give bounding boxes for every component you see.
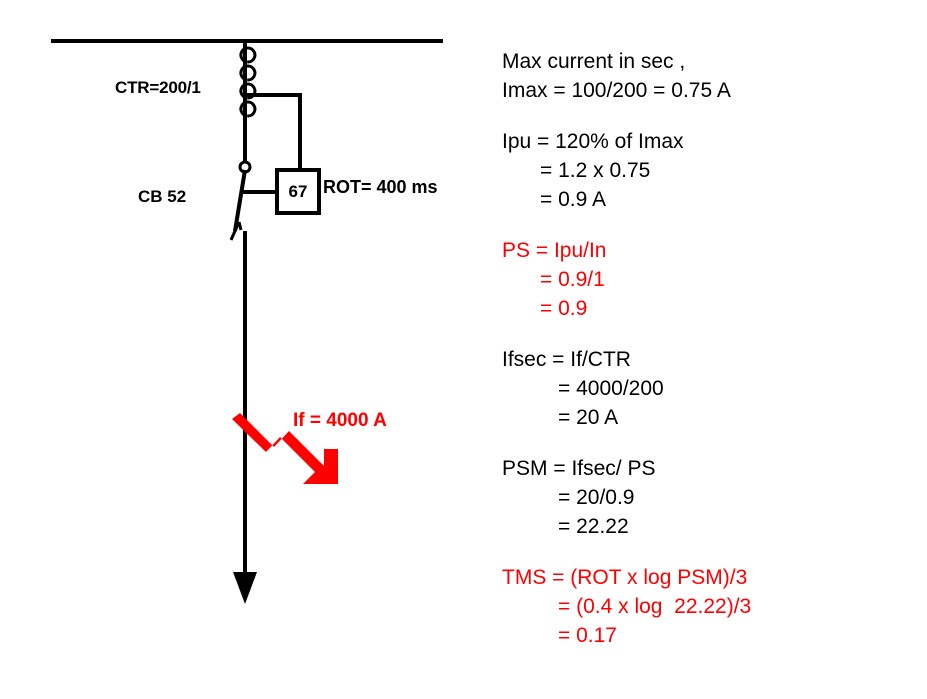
calc-line: Imax = 100/200 = 0.75 A bbox=[502, 79, 731, 102]
calc-line: = 22.22 bbox=[558, 515, 629, 538]
relay-function-number: 67 bbox=[288, 181, 308, 201]
calc-line: PSM = Ifsec/ PS bbox=[502, 457, 656, 480]
fault-current-label: If = 4000 A bbox=[293, 410, 387, 431]
feeder-arrow-head-icon bbox=[233, 572, 257, 604]
calc-block-ps: PS = Ipu/In = 0.9/1 = 0.9 bbox=[502, 236, 902, 323]
calc-line: = 20/0.9 bbox=[558, 486, 635, 509]
calc-line: = 0.9 A bbox=[540, 188, 606, 211]
calc-block-ifsec: Ifsec = If/CTR = 4000/200 = 20 A bbox=[502, 345, 902, 432]
calc-line: = 0.9 bbox=[540, 297, 588, 320]
single-line-diagram bbox=[51, 39, 443, 604]
calc-line: Ifsec = If/CTR bbox=[502, 348, 631, 371]
relay-box bbox=[275, 168, 321, 215]
calc-line: = 0.9/1 bbox=[540, 268, 605, 291]
calc-line: Max current in sec , bbox=[502, 50, 686, 73]
calc-block-tms: TMS = (ROT x log PSM)/3 = (0.4 x log 22.2… bbox=[502, 563, 902, 650]
calc-line: = 0.17 bbox=[558, 624, 617, 647]
relay-operating-time-label: ROT= 400 ms bbox=[323, 177, 438, 197]
calc-line: = 1.2 x 0.75 bbox=[540, 159, 651, 182]
calc-line: PS = Ipu/In bbox=[502, 239, 607, 262]
fault-arrow-icon bbox=[232, 413, 338, 484]
canvas-background bbox=[8, 8, 919, 691]
calc-line: = 4000/200 bbox=[558, 377, 664, 400]
calc-line: Ipu = 120% of Imax bbox=[502, 130, 684, 153]
circuit-breaker-label: CB 52 bbox=[138, 187, 187, 206]
calculation-column: Max current in sec , Imax = 100/200 = 0.7… bbox=[502, 47, 902, 672]
calc-line: = 20 A bbox=[558, 406, 619, 429]
calc-block-psm: PSM = Ifsec/ PS = 20/0.9 = 22.22 bbox=[502, 454, 902, 541]
calc-line: = (0.4 x log 22.22)/3 bbox=[558, 595, 752, 618]
current-transformer-icon bbox=[239, 46, 257, 118]
ct-secondary-wire bbox=[245, 93, 302, 170]
breaker-blade-icon bbox=[233, 169, 247, 232]
calc-block-imax: Max current in sec , Imax = 100/200 = 0.7… bbox=[502, 47, 902, 105]
breaker-trip-arrow-icon bbox=[229, 221, 243, 241]
ct-ratio-label: CTR=200/1 bbox=[115, 78, 201, 97]
calc-block-ipu: Ipu = 120% of Imax = 1.2 x 0.75 = 0.9 A bbox=[502, 127, 902, 214]
calc-line: TMS = (ROT x log PSM)/3 bbox=[502, 566, 748, 589]
